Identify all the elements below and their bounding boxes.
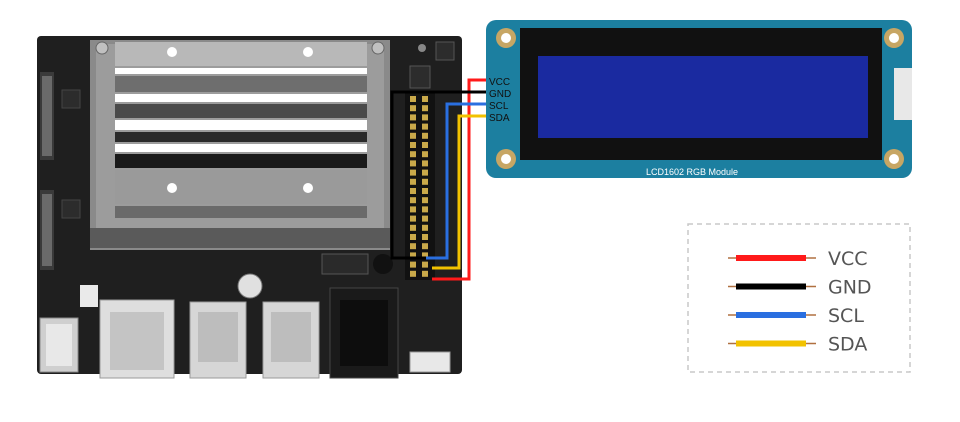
lcd-screen bbox=[538, 56, 868, 138]
legend-label-gnd: GND bbox=[828, 277, 872, 299]
legend-box bbox=[687, 223, 911, 373]
ports bbox=[39, 287, 451, 379]
gpio-pin bbox=[410, 132, 416, 139]
gpio-pin bbox=[410, 142, 416, 148]
gpio-pin bbox=[422, 234, 428, 240]
legend-swatch-scl bbox=[736, 312, 806, 318]
micro-usb-port bbox=[409, 351, 451, 373]
board-bottom-components bbox=[80, 253, 393, 307]
gpio-pin bbox=[410, 243, 416, 250]
gpio-pin bbox=[410, 252, 416, 259]
module-pin-labels: VCC GND SCL SDA bbox=[489, 77, 511, 124]
gpio-pin bbox=[422, 151, 428, 158]
gpio-pin bbox=[410, 206, 416, 213]
gpio-pin bbox=[410, 224, 416, 231]
gpio-pin bbox=[410, 215, 416, 222]
gpio-pin bbox=[422, 197, 428, 204]
gpio-pin bbox=[410, 234, 416, 240]
legend-label-sda: SDA bbox=[828, 334, 867, 356]
gpio-pin bbox=[410, 151, 416, 158]
gpio-pin bbox=[410, 261, 416, 268]
legend-swatch-gnd bbox=[736, 283, 806, 290]
gpio-pin bbox=[410, 114, 416, 121]
gpio-pin bbox=[422, 188, 428, 194]
wire-vcc bbox=[432, 78, 486, 281]
gpio-pin bbox=[422, 132, 428, 139]
heatsink bbox=[90, 40, 390, 250]
gpio-pin bbox=[422, 252, 428, 259]
gpio-pin bbox=[410, 123, 416, 130]
pin-label-scl: SCL bbox=[489, 101, 509, 112]
wire-sda bbox=[432, 114, 486, 270]
gpio-pin bbox=[422, 96, 428, 102]
gpio-pin bbox=[422, 206, 428, 213]
gpio-pin bbox=[410, 197, 416, 204]
gpio-pin bbox=[422, 243, 428, 250]
gpio-pin bbox=[410, 188, 416, 194]
wire-scl bbox=[426, 102, 486, 260]
gpio-pin bbox=[410, 105, 416, 112]
gpio-pin bbox=[422, 105, 428, 112]
gpio-pin bbox=[422, 142, 428, 148]
gpio-pin bbox=[422, 270, 428, 277]
gpio-pin bbox=[410, 270, 416, 277]
legend-swatch-sda bbox=[736, 340, 806, 347]
wire-gnd bbox=[390, 90, 486, 260]
gpio-pin bbox=[422, 169, 428, 176]
gpio-pin bbox=[422, 178, 428, 185]
gpio-pin bbox=[422, 123, 428, 130]
lcd-module-label: LCD1602 RGB Module bbox=[646, 167, 738, 177]
pin-label-vcc: VCC bbox=[489, 77, 510, 88]
legend-swatch-vcc bbox=[736, 255, 806, 261]
gpio-pin bbox=[410, 169, 416, 176]
wire-legend: VCC GND SCL SDA bbox=[687, 223, 911, 373]
gpio-pin bbox=[422, 215, 428, 222]
legend-label-scl: SCL bbox=[828, 305, 864, 327]
gpio-pin bbox=[410, 178, 416, 185]
gpio-pin bbox=[422, 224, 428, 231]
lcd-module: LCD1602 RGB Module bbox=[486, 20, 912, 178]
pin-label-gnd: GND bbox=[489, 89, 511, 100]
gpio-pin bbox=[422, 261, 428, 268]
legend-label-vcc: VCC bbox=[828, 248, 868, 270]
wires bbox=[390, 78, 486, 281]
gpio-pin bbox=[422, 160, 428, 167]
gpio-pin bbox=[422, 114, 428, 121]
gpio-pin bbox=[410, 160, 416, 167]
gpio-pins bbox=[410, 96, 428, 277]
gpio-header bbox=[405, 92, 435, 280]
gpio-pin bbox=[410, 96, 416, 102]
pin-label-sda: SDA bbox=[489, 113, 510, 124]
